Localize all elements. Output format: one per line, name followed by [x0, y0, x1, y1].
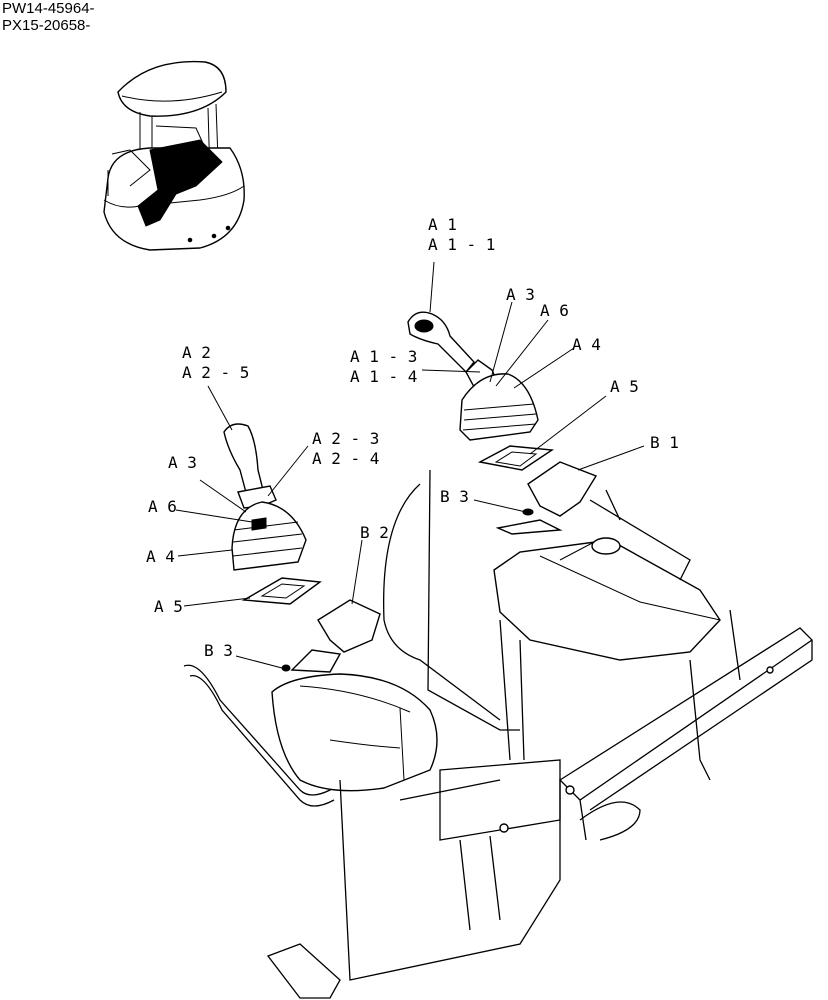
callout-a5-right: A 5: [610, 377, 639, 396]
callout-a6-right: A 6: [540, 301, 569, 320]
serial-range-1: PW14-45964-: [2, 0, 95, 17]
callout-a1-1: A 1 - 1: [428, 235, 495, 254]
serial-range-2: PX15-20658-: [2, 17, 91, 34]
callout-b3-right: B 3: [440, 487, 469, 506]
right-console-cover: [495, 461, 598, 535]
callout-a5-left: A 5: [154, 597, 183, 616]
callout-b2: B 2: [360, 523, 389, 542]
callout-a1-3: A 1 - 3: [350, 347, 417, 366]
left-console-cover: [281, 599, 381, 673]
leader-lines: [175, 261, 645, 669]
callout-a3-right: A 3: [506, 285, 535, 304]
callout-a6-left: A 6: [148, 497, 177, 516]
callout-a4-left: A 4: [146, 547, 175, 566]
callout-a1-4: A 1 - 4: [350, 367, 417, 386]
left-base-plate: [241, 577, 322, 605]
right-base-plate: [477, 445, 555, 471]
callout-a4-right: A 4: [572, 335, 601, 354]
callout-b1: B 1: [650, 433, 679, 452]
callout-a2-5: A 2 - 5: [182, 363, 249, 382]
callout-a2-4: A 2 - 4: [312, 449, 379, 468]
callout-a3-left: A 3: [168, 453, 197, 472]
right-joystick-assembly: [407, 311, 539, 441]
seat-frame-structure: [183, 469, 814, 999]
callout-a1: A 1: [428, 215, 457, 234]
callout-a2: A 2: [182, 343, 211, 362]
callout-a2-3: A 2 - 3: [312, 429, 379, 448]
cab-overview-thumbnail: [103, 60, 245, 251]
left-joystick-assembly: [223, 423, 307, 571]
callout-b3-left: B 3: [204, 641, 233, 660]
